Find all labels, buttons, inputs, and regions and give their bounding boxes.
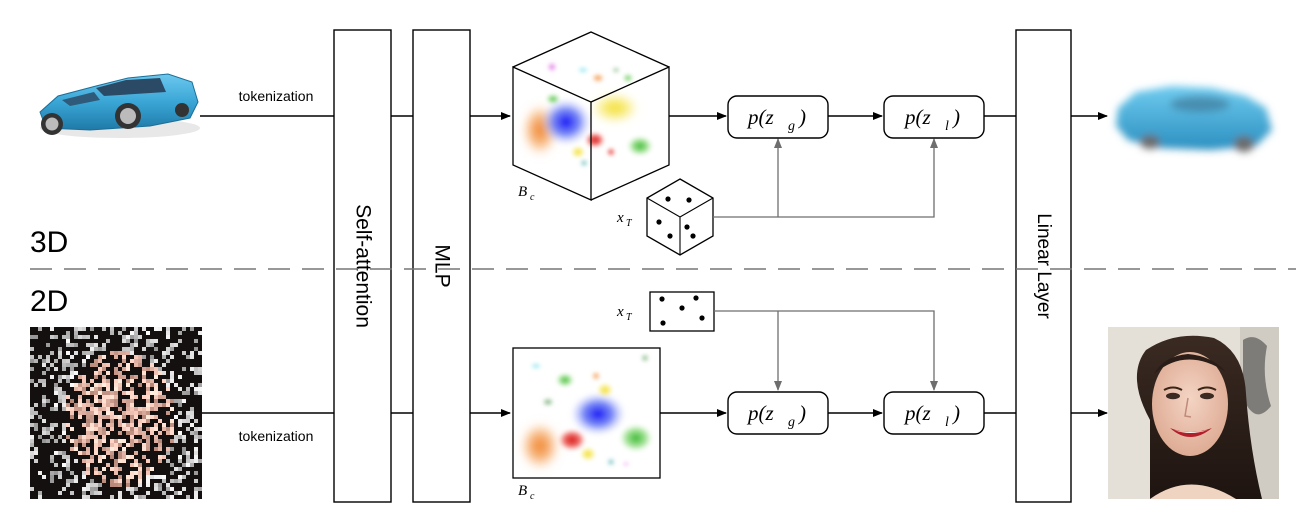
pzl-box-top: p(z l ) bbox=[883, 95, 985, 139]
svg-text:l: l bbox=[945, 119, 949, 134]
svg-text:): ) bbox=[952, 105, 960, 129]
svg-text:B: B bbox=[518, 483, 527, 499]
pzg-box-top: p(z g ) bbox=[727, 95, 829, 139]
pzl-box-bottom: p(z l ) bbox=[883, 391, 985, 435]
gaussian-cube-3d bbox=[512, 31, 670, 202]
mlp-label: MLP bbox=[430, 244, 453, 287]
svg-text:p(z: p(z bbox=[903, 401, 931, 425]
self-attention-block bbox=[333, 29, 392, 503]
bc-label-top: B c bbox=[518, 184, 535, 203]
tokenization-label-bottom: tokenization bbox=[239, 428, 314, 444]
svg-text:c: c bbox=[530, 192, 535, 203]
svg-text:g: g bbox=[788, 119, 795, 134]
mlp-block bbox=[412, 29, 471, 503]
bc-label-bottom: B c bbox=[518, 483, 535, 502]
svg-text:x: x bbox=[616, 304, 624, 320]
xt-conditioning-lines-top bbox=[713, 138, 938, 218]
input-3d-car-image bbox=[39, 73, 200, 138]
tokenization-label-top: tokenization bbox=[239, 88, 314, 104]
output-3d-car-image bbox=[1116, 86, 1272, 152]
svg-text:T: T bbox=[626, 312, 633, 323]
svg-text:): ) bbox=[952, 401, 960, 425]
svg-text:): ) bbox=[798, 401, 806, 425]
gaussian-square-2d bbox=[512, 347, 661, 479]
xt-square-2d bbox=[649, 291, 715, 332]
svg-text:p(z: p(z bbox=[903, 105, 931, 129]
svg-text:l: l bbox=[945, 415, 949, 430]
self-attention-label: Self-attention bbox=[351, 204, 374, 328]
xt-dice-3d bbox=[646, 178, 714, 256]
input-2d-noisy-image bbox=[30, 327, 202, 499]
linear-layer-block bbox=[1015, 29, 1072, 503]
svg-text:p(z: p(z bbox=[746, 401, 774, 425]
svg-text:B: B bbox=[518, 184, 527, 200]
svg-text:): ) bbox=[798, 105, 806, 129]
xt-label-bottom: x T bbox=[616, 304, 633, 323]
xt-conditioning-lines-bottom bbox=[714, 310, 938, 391]
svg-text:c: c bbox=[530, 491, 535, 502]
linear-layer-label: Linear Layer bbox=[1033, 213, 1054, 319]
output-2d-face-image bbox=[1108, 327, 1279, 499]
xt-label-top: x T bbox=[616, 210, 633, 229]
svg-text:x: x bbox=[616, 210, 624, 226]
pzg-box-bottom: p(z g ) bbox=[727, 391, 829, 435]
svg-text:p(z: p(z bbox=[746, 105, 774, 129]
section-2d-label: 2D bbox=[30, 285, 68, 318]
svg-text:T: T bbox=[626, 218, 633, 229]
section-3d-label: 3D bbox=[30, 226, 68, 259]
svg-text:g: g bbox=[788, 415, 795, 430]
